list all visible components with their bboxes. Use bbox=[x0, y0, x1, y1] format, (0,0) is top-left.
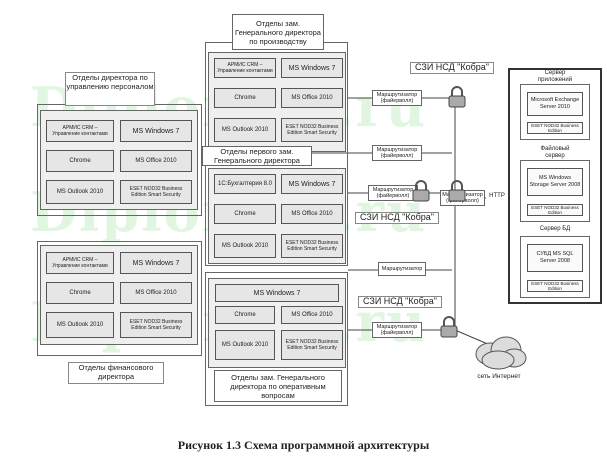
server-file-box bbox=[520, 160, 590, 222]
dept-prod-eset: ESET NOD32 Business Edition Smart Securi… bbox=[281, 118, 343, 142]
dept-ops-eset: ESET NOD32 Business Edition Smart Securi… bbox=[281, 330, 343, 360]
lock-icon bbox=[412, 180, 430, 202]
dept-fin-frame bbox=[37, 241, 202, 356]
dept-fin-crm: АРМИС CRM – Управление контактами bbox=[46, 252, 114, 274]
server-app-title: Сервер приложений bbox=[530, 70, 580, 84]
lock-icon bbox=[448, 180, 466, 202]
dept-fin-eset: ESET NOD32 Business Edition Smart Securi… bbox=[120, 312, 192, 338]
cloud-icon bbox=[475, 336, 527, 370]
dept-fin-windows: MS Windows 7 bbox=[120, 252, 192, 274]
dept-prod-windows: MS Windows 7 bbox=[281, 58, 343, 78]
dept-fin-title: Отделы финансового директора bbox=[68, 362, 164, 384]
server-app-box bbox=[520, 84, 590, 140]
szi-label-1: СЗИ НСД "Кобра" bbox=[410, 62, 494, 74]
router-3: Маршрутизатор (файерволл) bbox=[368, 185, 418, 201]
server-rack bbox=[508, 68, 602, 304]
dept-ops-office: MS Office 2010 bbox=[281, 306, 343, 324]
server-db-title: Сервер БД bbox=[530, 226, 580, 236]
dept-fin-office: MS Office 2010 bbox=[120, 282, 192, 304]
dept-first-eset: ESET NOD32 Business Edition Smart Securi… bbox=[281, 234, 343, 258]
dept-prod-chrome: Chrome bbox=[214, 88, 276, 108]
dept-fin-chrome: Chrome bbox=[46, 282, 114, 304]
dept-ops-chrome: Chrome bbox=[215, 306, 275, 324]
dept-prod-outlook: MS Outlook 2010 bbox=[214, 118, 276, 142]
szi-label-3: СЗИ НСД "Кобра" bbox=[358, 296, 442, 308]
dept-first-windows: MS Windows 7 bbox=[281, 174, 343, 194]
server-db-eset: ESET NOD32 Business Edition bbox=[527, 280, 583, 292]
szi-label-2: СЗИ НСД "Кобра" bbox=[355, 212, 439, 224]
dept-mgmt-eset: ESET NOD32 Business Edition Smart Securi… bbox=[120, 180, 192, 204]
dept-prod-title: Отделы зам. Генерального директора по пр… bbox=[232, 14, 324, 50]
dept-mgmt-title: Отделы директора по управлению персонало… bbox=[65, 72, 155, 106]
dept-prod-office: MS Office 2010 bbox=[281, 88, 343, 108]
server-app-eset: ESET NOD32 Business Edition bbox=[527, 122, 583, 134]
dept-ops-title: Отделы зам. Генерального директора по оп… bbox=[214, 370, 342, 402]
dept-first-outlook: MS Outlook 2010 bbox=[214, 234, 276, 258]
server-file-title: Файловый сервер bbox=[530, 146, 580, 160]
server-db-sql: СУБД MS SQL Server 2008 bbox=[527, 244, 583, 272]
router-2: Маршрутизатор (файерволл) bbox=[372, 145, 422, 161]
dept-mgmt-outlook: MS Outlook 2010 bbox=[46, 180, 114, 204]
http-label: HTTP bbox=[486, 192, 508, 202]
figure-caption: Рисунок 1.3 Схема программной архитектур… bbox=[177, 438, 430, 452]
dept-mgmt-windows: MS Windows 7 bbox=[120, 120, 192, 142]
dept-first-office: MS Office 2010 bbox=[281, 204, 343, 224]
lock-icon bbox=[440, 316, 458, 338]
router-1: Маршрутизатор (файерволл) bbox=[372, 90, 422, 106]
dept-mgmt-chrome: Chrome bbox=[46, 150, 114, 172]
dept-first-1c: 1С:Бухгалтерия 8.0 bbox=[214, 174, 276, 194]
router-5: Маршрутизатор bbox=[378, 262, 426, 276]
dept-first-chrome: Chrome bbox=[214, 204, 276, 224]
dept-ops-frame bbox=[205, 272, 348, 406]
dept-fin-outlook: MS Outlook 2010 bbox=[46, 312, 114, 338]
dept-mgmt-crm: АРМИС CRM – Управление контактами bbox=[46, 120, 114, 142]
dept-ops-outlook: MS Outlook 2010 bbox=[215, 330, 275, 360]
server-db-box bbox=[520, 236, 590, 298]
server-file-storage: MS Windows Storage Server 2008 bbox=[527, 168, 583, 196]
dept-first-title: Отделы первого зам. Генерального директо… bbox=[202, 146, 312, 166]
internet-label: сеть Интернет bbox=[468, 372, 530, 382]
dept-ops-windows: MS Windows 7 bbox=[215, 284, 339, 302]
server-app-exchange: Microsoft Exchange Server 2010 bbox=[527, 92, 583, 116]
dept-prod-crm: АРМИС CRM – Управление контактами bbox=[214, 58, 276, 78]
lock-icon bbox=[448, 86, 466, 108]
dept-mgmt-office: MS Office 2010 bbox=[120, 150, 192, 172]
server-file-eset: ESET NOD32 Business Edition bbox=[527, 204, 583, 216]
router-6: Маршрутизатор (файерволл) bbox=[372, 322, 422, 338]
